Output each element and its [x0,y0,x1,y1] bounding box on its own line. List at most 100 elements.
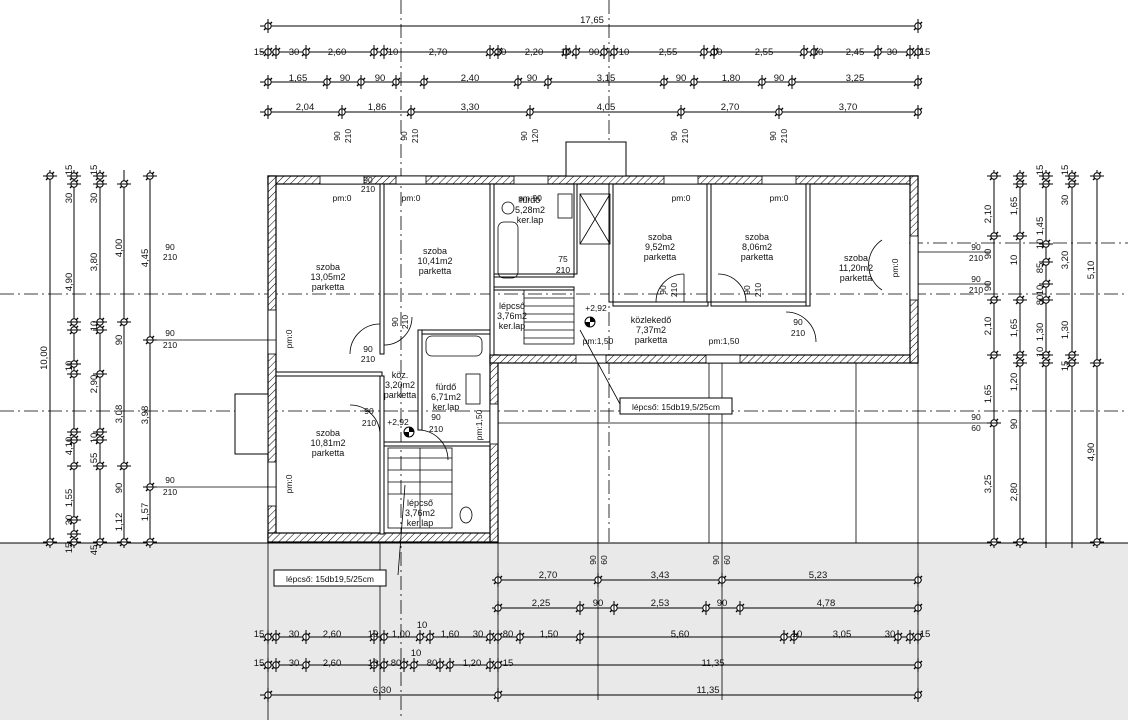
svg-text:30: 30 [289,658,300,669]
bottom-dim-row-d: 15 30 2,60 10 80 10 80 1,20 15 11,35 [254,648,725,669]
svg-text:210: 210 [361,354,375,364]
svg-text:2,10: 2,10 [983,205,994,224]
svg-text:lépcső: lépcső [407,498,433,508]
svg-text:10: 10 [1035,347,1046,358]
svg-text:90: 90 [165,475,175,485]
svg-text:10: 10 [1035,285,1046,296]
svg-text:3,98: 3,98 [140,406,151,425]
svg-text:210: 210 [753,283,763,297]
svg-text:30: 30 [885,629,896,640]
svg-text:90: 90 [983,281,994,292]
svg-text:fürdő: fürdő [520,195,541,205]
svg-text:parketta: parketta [635,335,668,345]
svg-text:ker.lap: ker.lap [433,402,460,412]
svg-text:90: 90 [793,317,803,327]
stair-note-1: lépcső: 15db19,5/25cm [619,397,733,415]
svg-text:90: 90 [431,412,441,422]
svg-text:90: 90 [332,131,342,141]
svg-text:szoba: szoba [648,232,672,242]
sill-label: pm:90 [518,193,542,203]
sill-label: pm:1,50 [583,336,614,346]
svg-text:10: 10 [368,629,379,640]
svg-text:90: 90 [375,73,386,84]
svg-text:15: 15 [1060,361,1071,372]
svg-text:3,76m2: 3,76m2 [497,311,527,321]
sill-label: pm:0 [284,474,294,493]
svg-text:2,60: 2,60 [328,47,347,58]
svg-text:1,20: 1,20 [463,658,482,669]
svg-text:ker.lap: ker.lap [499,321,526,331]
svg-text:55: 55 [89,453,100,464]
svg-text:2,53: 2,53 [651,598,670,609]
room-label-10: szoba 10,81m2 parketta [310,428,345,458]
side-leaders [150,251,1000,488]
svg-text:3,43: 3,43 [651,570,670,581]
svg-text:8,06m2: 8,06m2 [742,242,772,252]
svg-text:szoba: szoba [316,262,340,272]
svg-text:10: 10 [712,47,723,58]
svg-text:90: 90 [165,242,175,252]
left-overall-dim: 10,00 [39,346,50,370]
svg-text:90: 90 [340,73,351,84]
svg-text:15: 15 [254,658,265,669]
svg-text:parketta: parketta [312,448,345,458]
svg-text:2,55: 2,55 [659,47,678,58]
svg-text:30: 30 [89,193,100,204]
svg-text:2,45: 2,45 [846,47,865,58]
right-overall-dim-1: 5,10 [1086,261,1097,280]
stair-note-leader-1 [579,329,621,405]
bottom-dim-row-b: 2,25 90 2,53 90 4,78 [532,598,836,609]
svg-text:15: 15 [503,658,514,669]
terrain-area [0,543,1128,720]
svg-text:90: 90 [1009,419,1020,430]
svg-text:30: 30 [289,47,300,58]
svg-text:parketta: parketta [312,282,345,292]
svg-text:4,78: 4,78 [817,598,836,609]
bathroom-fixtures [425,193,611,524]
svg-text:90: 90 [971,274,981,284]
bottom-dim-row-e: 6,30 11,35 [373,685,720,696]
svg-text:90: 90 [519,131,529,141]
room-label-9: fürdő 6,71m2 ker.lap [431,382,461,412]
svg-text:90: 90 [669,131,679,141]
svg-text:3,08: 3,08 [114,405,125,424]
right-opening-dims: 90 210 90 210 90 60 [969,242,983,433]
side-annex [234,393,269,455]
svg-text:3,15: 3,15 [597,73,616,84]
svg-text:90: 90 [390,317,400,327]
svg-text:85: 85 [1035,263,1046,274]
svg-text:7,37m2: 7,37m2 [636,325,666,335]
bottom-dim-row-a: 2,70 3,43 5,23 [539,570,828,581]
left-dim-col-1: 15 30 4,90 10 4,10 1,55 30 15 [64,165,75,554]
svg-text:2,04: 2,04 [296,102,315,113]
svg-text:4,45: 4,45 [140,249,151,268]
room-label-6: lépcső 3,76m2 ker.lap [497,301,527,331]
svg-text:9,52m2: 9,52m2 [645,242,675,252]
svg-text:90: 90 [711,555,721,565]
svg-text:köz.: köz. [392,370,409,380]
svg-text:60: 60 [971,423,981,433]
sill-label: pm:0 [333,193,352,203]
svg-text:210: 210 [680,129,690,143]
svg-text:3,05: 3,05 [833,629,852,640]
svg-text:80: 80 [503,629,514,640]
svg-text:1,30: 1,30 [1060,321,1071,340]
level-marker-1 [584,316,596,328]
svg-text:210: 210 [343,129,353,143]
svg-text:3,30: 3,30 [461,102,480,113]
level-label: +2,92 [585,303,607,313]
svg-text:90: 90 [363,175,373,185]
left-dim-col-4: 4,45 3,98 1,57 [140,249,151,522]
svg-text:210: 210 [163,340,177,350]
svg-text:6,30: 6,30 [373,685,392,696]
room-label-4: szoba 8,06m2 parketta [741,232,774,262]
svg-text:10: 10 [64,361,75,372]
left-dim-col-3: 4,00 3,08 [114,239,125,424]
room-label-5: szoba 11,20m2 parketta [839,253,873,283]
svg-text:210: 210 [556,265,570,275]
svg-text:30: 30 [496,47,507,58]
svg-text:210: 210 [361,184,375,194]
svg-text:közlekedő: közlekedő [631,315,672,325]
svg-text:5,23: 5,23 [809,570,828,581]
